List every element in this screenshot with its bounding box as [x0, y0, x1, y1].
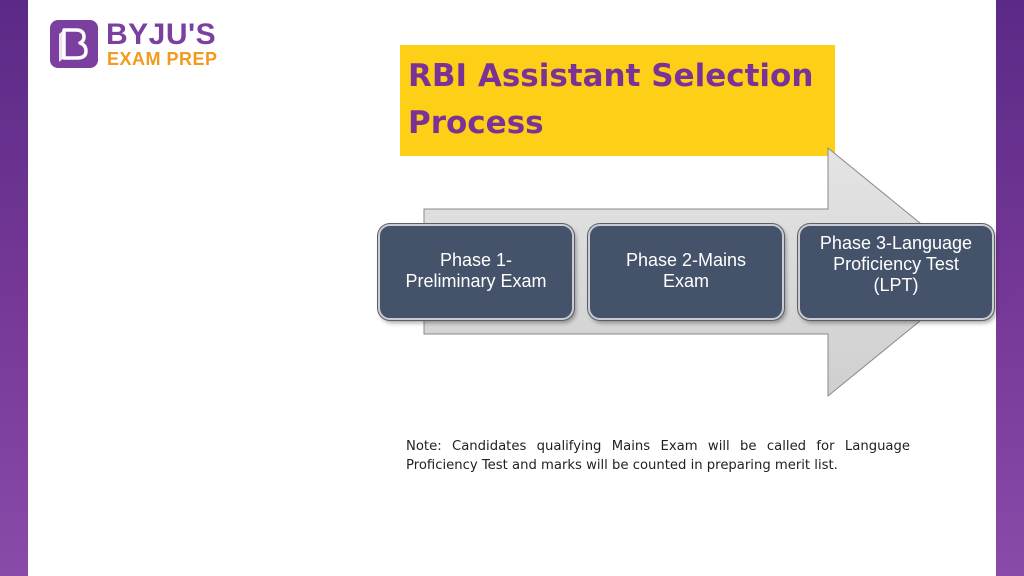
phase-1-box: Phase 1- Preliminary Exam [378, 224, 574, 320]
brand-name: BYJU'S [106, 18, 217, 51]
logo-b-icon [50, 20, 98, 68]
phase-2-label: Phase 2-Mains Exam [625, 250, 747, 291]
title-box: RBI Assistant Selection Process [400, 45, 835, 156]
page-title: RBI Assistant Selection Process [408, 58, 814, 141]
byjus-logo: BYJU'S EXAM PREP [50, 18, 220, 70]
phase-3-label: Phase 3-Language Proficiency Test (LPT) [819, 232, 973, 295]
phase-2-box: Phase 2-Mains Exam [588, 224, 784, 320]
left-border-bar [0, 0, 28, 576]
phase-3-box: Phase 3-Language Proficiency Test (LPT) [798, 224, 994, 320]
brand-tagline: EXAM PREP [107, 49, 218, 69]
note-text: Note: Candidates qualifying Mains Exam w… [406, 439, 910, 473]
right-border-bar [996, 0, 1024, 576]
phase-1-label: Phase 1- Preliminary Exam [405, 250, 547, 291]
